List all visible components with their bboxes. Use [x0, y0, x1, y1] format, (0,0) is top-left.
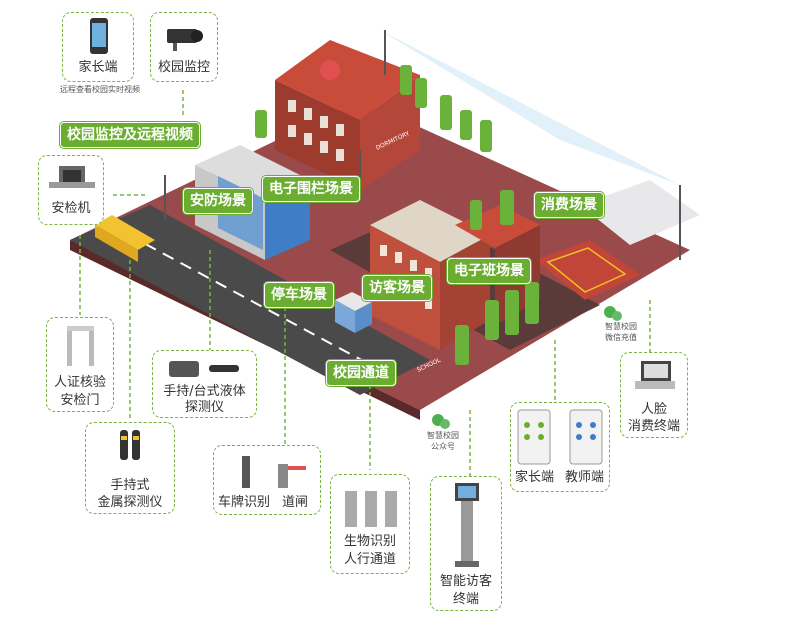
liquid-detector-box: 手持/台式液体 探测仪: [152, 350, 257, 418]
school-building: [370, 200, 490, 262]
teacher-app-label: 教师端: [565, 470, 605, 485]
parent-app-caption: 远程查看校园实时视频: [60, 85, 140, 94]
trees: [255, 65, 539, 365]
handheld-metal-label-1: 手持式: [110, 478, 150, 493]
bio-channel-box: 生物识别 人行通道: [330, 474, 410, 574]
main-building: [275, 40, 420, 120]
id-gate-label-1: 人证核验: [53, 375, 106, 390]
face-terminal-box: 人脸 消费终端: [620, 352, 688, 438]
scene-passage: 校园通道: [326, 360, 396, 386]
security-gate-icon: [67, 326, 94, 366]
smartphone-icon: [90, 18, 108, 54]
handheld-metal-label-2: 金属探测仪: [97, 495, 163, 510]
plate-recognition-label: 车牌识别: [218, 495, 271, 510]
sports-court: [535, 240, 640, 300]
liquid-detector-label-2: 探测仪: [184, 400, 224, 415]
scene-security: 安防场景: [183, 188, 253, 214]
id-gate-label-2: 安检门: [60, 393, 100, 408]
camera-view-cone: [380, 30, 680, 185]
scene-remote-video: 校园监控及远程视频: [60, 122, 200, 148]
school-bus: [95, 215, 155, 262]
wechat-public-1: 智慧校园: [427, 431, 459, 440]
parent-app-label-2: 家长端: [515, 470, 555, 485]
wechat-icon: [432, 414, 450, 429]
campus-monitor-box: 校园监控: [150, 12, 218, 82]
wechat-icon: [604, 306, 622, 321]
wechat-recharge-1: 智慧校园: [605, 322, 637, 331]
scene-fence: 电子围栏场景: [262, 176, 360, 202]
barrier-gate-icon: [242, 456, 306, 488]
wechat-recharge-2: 微信充值: [605, 333, 637, 342]
canteen-area: [580, 180, 700, 245]
security-machine-label: 安检机: [51, 201, 91, 216]
xray-machine-icon: [49, 166, 95, 188]
bio-channel-label-1: 生物识别: [343, 534, 396, 549]
face-terminal-label-2: 消费终端: [627, 419, 680, 434]
mobile-apps-box: 家长端 教师端: [510, 402, 610, 492]
parent-app-box: 家长端: [62, 12, 134, 82]
visitor-terminal-box: 智能访客 终端: [430, 476, 502, 611]
scene-visitor: 访客场景: [362, 275, 432, 301]
guard-house: [335, 292, 372, 333]
face-terminal-label-1: 人脸: [640, 402, 667, 417]
scene-parking: 停车场景: [264, 282, 334, 308]
plate-recognition-box: 车牌识别 道闸: [213, 445, 321, 515]
visitor-terminal-label-2: 终端: [452, 592, 479, 607]
turnstile-icon: [345, 491, 397, 527]
id-gate-box: 人证核验 安检门: [46, 317, 114, 412]
parent-phone-icon: [517, 409, 551, 465]
liquid-detector-icon: [169, 361, 239, 377]
parent-app-label: 家长端: [78, 60, 118, 75]
teacher-phone-icon: [569, 409, 603, 465]
kiosk-icon: [455, 483, 479, 567]
metal-detector-icon: [120, 430, 140, 460]
campus-monitor-label: 校园监控: [157, 60, 210, 75]
pos-terminal-icon: [635, 361, 675, 389]
visitor-terminal-label-1: 智能访客: [439, 574, 492, 589]
wechat-public-2: 公众号: [431, 442, 455, 451]
cctv-camera-icon: [167, 29, 203, 51]
bio-channel-label-2: 人行通道: [343, 552, 396, 567]
liquid-detector-label-1: 手持/台式液体: [163, 384, 246, 399]
scene-consumption: 消费场景: [534, 192, 604, 218]
barrier-label: 道闸: [282, 495, 309, 510]
camera-posts: [164, 30, 681, 260]
security-machine-box: 安检机: [38, 155, 104, 225]
handheld-metal-box: 手持式 金属探测仪: [85, 422, 175, 514]
scene-class-board: 电子班场景: [447, 258, 531, 284]
